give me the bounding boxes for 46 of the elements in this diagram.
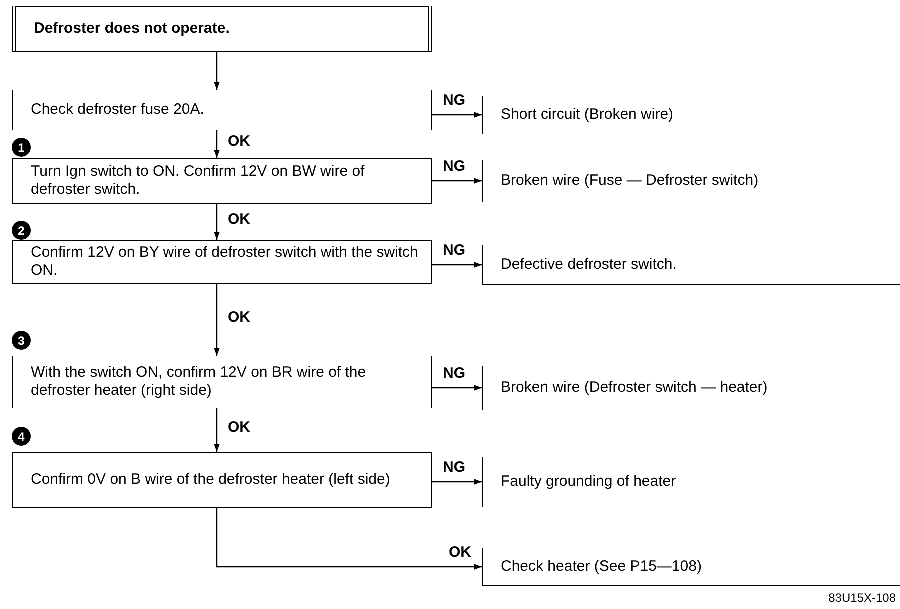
step-text: Check defroster fuse 20A.	[31, 101, 206, 119]
result-box	[482, 548, 900, 586]
edge-label: OK	[227, 134, 252, 149]
process-box	[12, 452, 432, 508]
edge-label: OK	[227, 420, 252, 435]
callout-number: 1	[12, 138, 31, 157]
step-text: Short circuit (Broken wire)	[501, 106, 675, 124]
start-box	[12, 6, 432, 52]
step-text: Defective defroster switch.	[501, 256, 678, 274]
step-text: Confirm 0V on B wire of the defroster heater (left side)	[31, 471, 392, 489]
arrow	[214, 52, 220, 90]
step-text: Broken wire (Defroster switch — heater)	[501, 379, 769, 397]
arrow	[214, 130, 220, 158]
arrow	[216, 508, 482, 570]
arrow	[432, 112, 482, 118]
edge-label: NG	[442, 159, 466, 174]
edge-label: OK	[227, 212, 252, 227]
callout-number: 4	[12, 427, 31, 446]
callout-number: 2	[12, 221, 31, 240]
arrow	[432, 385, 482, 391]
process-box	[12, 90, 432, 130]
arrow	[214, 284, 220, 356]
edge-label: NG	[442, 243, 466, 258]
step-text: Defroster does not operate.	[34, 20, 231, 38]
process-box	[12, 158, 432, 204]
arrow	[432, 479, 482, 485]
arrow	[432, 178, 482, 184]
process-box	[12, 240, 432, 284]
step-text: Check heater (See P15—108)	[501, 558, 703, 576]
arrow	[214, 408, 220, 452]
arrow	[432, 262, 482, 268]
edge-label: NG	[442, 460, 466, 475]
arrow	[214, 204, 220, 240]
callout-number: 3	[12, 331, 31, 350]
step-text: With the switch ON, confirm 12V on BR wire of the defroster heater (right side)	[31, 364, 368, 400]
step-text: Broken wire (Fuse — Defroster switch)	[501, 172, 760, 190]
edge-label: OK	[227, 310, 252, 325]
result-box	[482, 245, 900, 285]
process-box	[12, 356, 432, 408]
step-text: Confirm 12V on BY wire of defroster switch with the switch ON.	[31, 244, 420, 280]
step-text: Turn Ign switch to ON. Confirm 12V on BW wire of defroster switch.	[31, 163, 366, 199]
edge-label: NG	[442, 93, 466, 108]
edge-label: OK	[448, 545, 472, 560]
figure-code: 83U15X-108	[828, 590, 896, 607]
step-text: Faulty grounding of heater	[501, 473, 678, 491]
edge-label: NG	[442, 366, 466, 381]
